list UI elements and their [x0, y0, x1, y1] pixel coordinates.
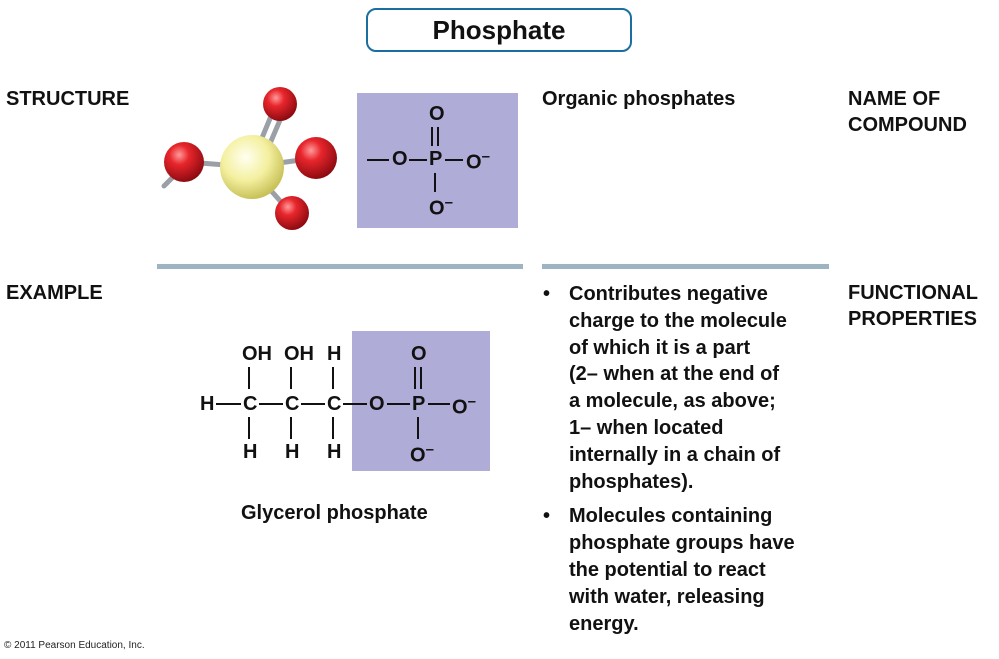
list-item: • Molecules containing phosphate groups …	[543, 505, 795, 635]
divider-right	[542, 264, 829, 269]
list-item: • Contributes negative charge to the mol…	[543, 283, 787, 493]
oxygen-atom-bottom	[275, 196, 309, 230]
functional-properties-label: FUNCTIONAL PROPERTIES	[848, 282, 978, 330]
functional-properties-list: • Contributes negative charge to the mol…	[543, 281, 833, 645]
phosphorus-atom	[220, 135, 284, 199]
phosphate-structural-formula: O O P O– O–	[357, 93, 518, 228]
example-label: EXAMPLE	[6, 282, 103, 304]
bottom-group-2: H	[285, 441, 300, 463]
example-phosphate-shade	[352, 331, 490, 471]
phosphate-ball-and-stick-model	[161, 87, 337, 230]
top-group-2: OH	[284, 343, 314, 365]
page-title: Phosphate	[366, 8, 632, 52]
chain-atom-c2: C	[285, 393, 300, 415]
formula-phosphorus: P	[429, 148, 443, 170]
bottom-group-1: H	[243, 441, 258, 463]
oxygen-atom-right	[295, 137, 337, 179]
top-group-1: OH	[242, 343, 272, 365]
chain-atom-o-terminal: O–	[452, 393, 476, 419]
formula-right-oxygen: O–	[466, 148, 490, 174]
example-bonds	[216, 367, 450, 439]
copyright-notice: © 2011 Pearson Education, Inc.	[4, 640, 145, 651]
oxygen-atom-left	[164, 142, 204, 182]
bottom-group-3: H	[327, 441, 342, 463]
name-of-compound-label: NAME OF COMPOUND	[848, 88, 967, 136]
structure-label: STRUCTURE	[6, 88, 130, 110]
chain-atom-h: H	[200, 393, 215, 415]
example-compound-name: Glycerol phosphate	[241, 502, 428, 524]
top-group-3: H	[327, 343, 342, 365]
formula-top-oxygen: O	[429, 103, 445, 125]
bottom-group-4: O–	[410, 441, 434, 467]
chain-atom-o: O	[369, 393, 385, 415]
formula-left-oxygen: O	[392, 148, 408, 170]
compound-name: Organic phosphates	[542, 88, 736, 110]
phosphate-top-oxygen: O	[411, 343, 427, 365]
chain-atom-c1: C	[243, 393, 258, 415]
formula-bottom-oxygen: O–	[429, 194, 453, 220]
formula-bonds	[367, 127, 463, 192]
chain-atom-p: P	[412, 393, 426, 415]
glycerol-phosphate-structure: OH OH H O H C C C O P O– H H H O–	[190, 331, 500, 476]
chain-atom-c3: C	[327, 393, 342, 415]
divider-left	[157, 264, 523, 269]
oxygen-atom-top	[263, 87, 297, 121]
